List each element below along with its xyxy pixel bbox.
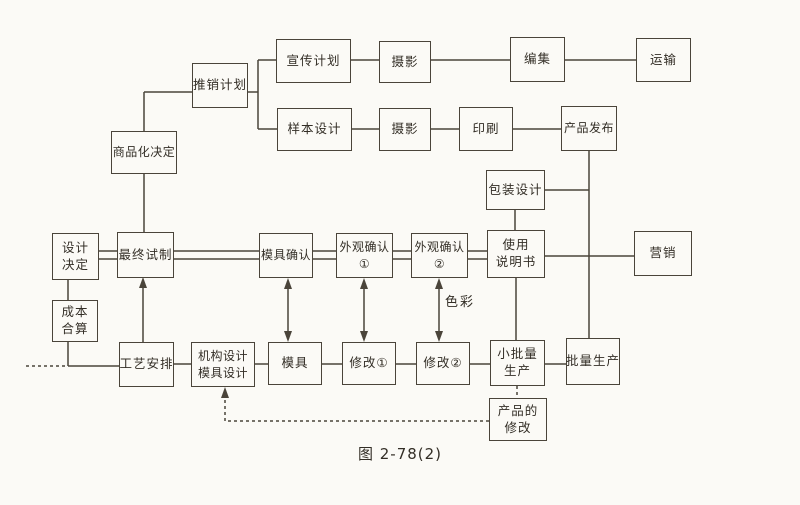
node-design-decision: 设计 决定: [52, 233, 99, 280]
node-promotion-plan: 推销计划: [192, 63, 248, 108]
node-cost-accounting: 成本 合算: [52, 300, 98, 342]
node-editing: 编集: [510, 37, 565, 82]
node-mold: 模具: [268, 342, 322, 385]
node-process-arrangement: 工艺安排: [119, 342, 174, 387]
arrow-process-finaltrial: [139, 277, 147, 342]
node-photography-2: 摄影: [379, 108, 431, 151]
figure-caption: 图 2-78(2): [357, 445, 443, 463]
node-mold-confirmation: 模具确认: [259, 233, 313, 278]
color-note-label: 色彩: [445, 295, 476, 310]
node-commercialization-decision: 商品化决定: [111, 131, 177, 174]
node-product-launch: 产品发布: [561, 106, 617, 151]
node-final-trial: 最终试制: [117, 232, 174, 278]
node-mass-production: 批量生产: [566, 338, 620, 385]
node-transport: 运输: [636, 38, 691, 82]
node-printing: 印刷: [459, 107, 513, 151]
node-packaging-design: 包装设计: [486, 170, 545, 210]
node-publicity-plan: 宣传计划: [276, 39, 351, 83]
connector-left-column: [26, 280, 119, 367]
connector-commercialization-promotion: [143, 91, 192, 131]
connector-promotion-branch: [248, 59, 277, 130]
node-mechanism-mold-design: 机构设计 模具设计: [191, 342, 255, 387]
arrow-revision1-appearance1: [360, 278, 368, 342]
node-small-batch-production: 小批量 生产: [490, 340, 545, 386]
connector-packaging-links: [514, 189, 589, 230]
node-revision-2: 修改②: [416, 342, 470, 385]
node-appearance-check-2: 外观确认 ②: [411, 233, 468, 278]
arrow-revision2-appearance2: [435, 278, 443, 342]
node-photography-1: 摄影: [379, 41, 431, 83]
node-revision-1: 修改①: [342, 342, 396, 385]
node-appearance-check-1: 外观确认 ①: [336, 233, 393, 278]
arrow-mold-confirmation: [284, 278, 292, 342]
node-sample-design: 样本设计: [277, 108, 352, 151]
arrow-modification-feedback: [221, 387, 489, 422]
node-marketing: 营销: [634, 231, 692, 276]
node-product-modification: 产品的 修改: [489, 398, 547, 441]
node-user-manual: 使用 说明书: [487, 230, 545, 278]
connector-main-row-double-lines: [99, 250, 487, 260]
